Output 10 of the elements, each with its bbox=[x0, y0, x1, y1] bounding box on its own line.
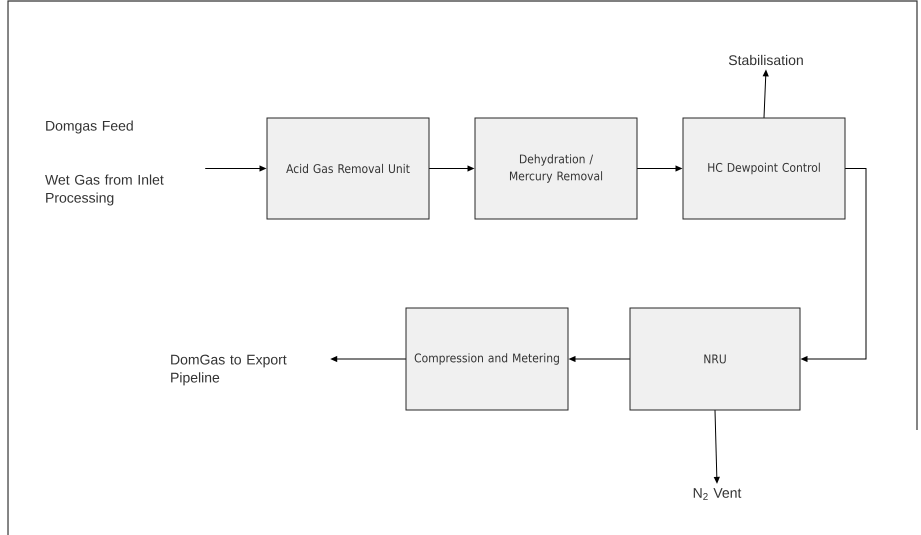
stream-label: Wet Gas from Inlet Processing bbox=[45, 174, 164, 206]
process-box: Dehydration / Mercury Removal bbox=[474, 118, 638, 220]
stream-label: N$_{2}$ Vent bbox=[694, 488, 742, 500]
stream-label: DomGas to Export Pipeline bbox=[171, 354, 287, 386]
process-box: HC Dewpoint Control bbox=[682, 118, 846, 220]
process-box: Compression and Metering bbox=[406, 307, 568, 410]
stream-label: Stabilisation bbox=[728, 54, 803, 66]
stream-label: Domgas Feed bbox=[46, 120, 133, 134]
process-box: NRU bbox=[630, 307, 800, 410]
process-box: Acid Gas Removal Unit bbox=[266, 118, 430, 220]
